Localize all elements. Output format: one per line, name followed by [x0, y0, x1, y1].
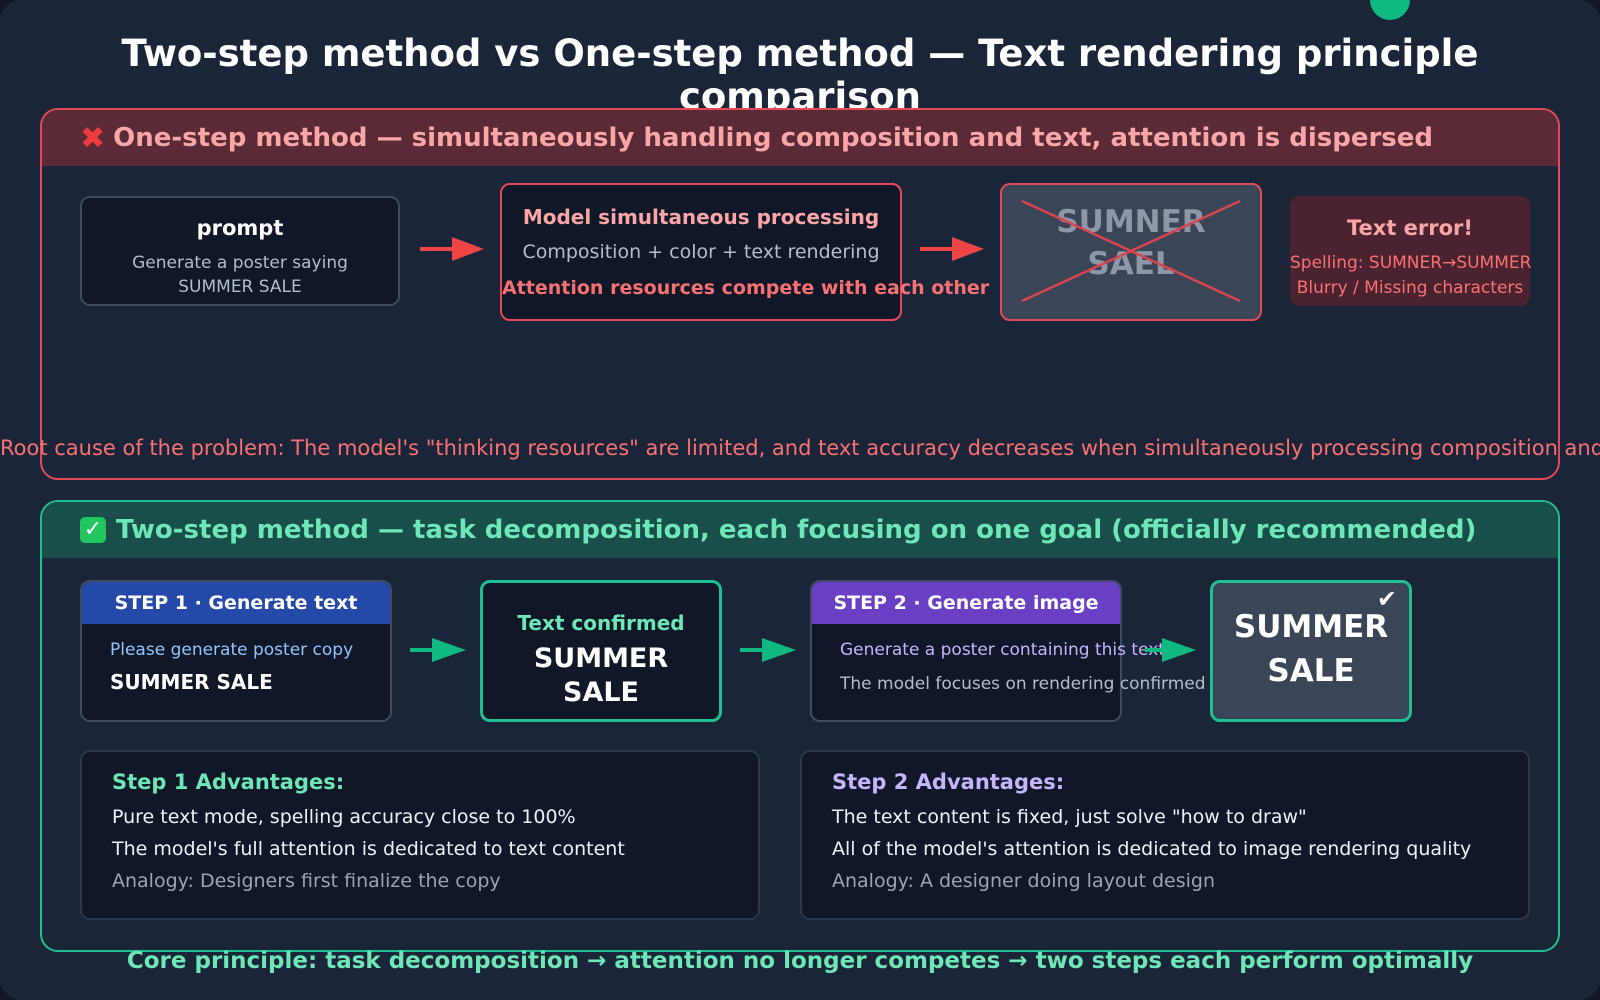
cross-mark-icon: ✖ [80, 120, 106, 156]
model-line2: Attention resources compete with each ot… [502, 277, 990, 299]
model-title: Model simultaneous processing [522, 205, 880, 229]
prompt-title: prompt [196, 216, 284, 240]
step1-advantages-line2: The model's full attention is dedicated … [112, 838, 625, 860]
error-line1: Spelling: SUMNER→SUMMER [1290, 253, 1532, 273]
step1-advantages-line1: Pure text mode, spelling accuracy close … [112, 806, 576, 828]
step2-line2: The model focuses on rendering confirmed… [840, 674, 1245, 694]
step1-analogy: Analogy: Designers first finalize the co… [112, 870, 501, 892]
wrong-output-box: SUMNER SAEL [1000, 183, 1262, 321]
decorative-dot [1370, 0, 1410, 20]
step2-advantages-title: Step 2 Advantages: [832, 770, 1065, 794]
text-confirmed-box: Text confirmed SUMMER SALE [480, 580, 722, 722]
arrow-right-icon [420, 237, 484, 261]
model-line1: Composition + color + text rendering [522, 241, 880, 263]
final-output-box: ✔ SUMMER SALE [1210, 580, 1412, 722]
step2-advantages-box: Step 2 Advantages: The text content is f… [800, 750, 1530, 920]
error-title: Text error! [1347, 216, 1473, 240]
step1-box: STEP 1 · Generate text Please generate p… [80, 580, 392, 722]
step1-line2: SUMMER SALE [110, 670, 273, 694]
check-mark-icon: ✓ [80, 517, 106, 543]
text-error-box: Text error! Spelling: SUMNER→SUMMER Blur… [1290, 196, 1532, 306]
step2-box: STEP 2 · Generate image Generate a poste… [810, 580, 1245, 722]
step2-header: STEP 2 · Generate image [812, 582, 1120, 624]
step2-line1: Generate a poster containing this text [840, 640, 1165, 660]
prompt-line2: SUMMER SALE [178, 277, 302, 297]
confirmed-title: Text confirmed [517, 611, 685, 635]
one-step-banner: ✖ One-step method — simultaneously handl… [42, 110, 1558, 166]
strike-cross-icon [1021, 199, 1241, 303]
one-step-panel: ✖ One-step method — simultaneously handl… [40, 108, 1560, 480]
check-mark-icon: ✔ [1376, 585, 1397, 613]
prompt-box: prompt Generate a poster saying SUMMER S… [80, 196, 400, 306]
step1-line1: Please generate poster copy [110, 640, 354, 660]
confirmed-line2: SALE [563, 677, 639, 708]
arrow-right-icon [920, 237, 984, 261]
error-line2: Blurry / Missing characters [1296, 278, 1524, 298]
two-step-banner-text: Two-step method — task decomposition, ea… [116, 515, 1477, 545]
model-processing-box: Model simultaneous processing Compositio… [500, 183, 990, 321]
two-step-banner: ✓ Two-step method — task decomposition, … [42, 502, 1558, 558]
step2-analogy: Analogy: A designer doing layout design [832, 870, 1216, 892]
one-step-banner-text: One-step method — simultaneously handlin… [113, 123, 1434, 153]
wrong-output-line1: SUMNER [1056, 204, 1206, 240]
step1-advantages-box: Step 1 Advantages: Pure text mode, spell… [80, 750, 760, 920]
prompt-line1: Generate a poster saying [132, 253, 348, 273]
arrow-right-icon [740, 638, 796, 662]
step1-advantages-title: Step 1 Advantages: [112, 770, 345, 794]
step2-advantages-line2: All of the model's attention is dedicate… [832, 838, 1472, 860]
two-step-panel: ✓ Two-step method — task decomposition, … [40, 500, 1560, 952]
core-principle-text: Core principle: task decomposition → att… [126, 948, 1474, 974]
step2-advantages-line1: The text content is fixed, just solve "h… [832, 806, 1307, 828]
arrow-right-icon [410, 638, 466, 662]
confirmed-line1: SUMMER [533, 643, 669, 674]
final-output-line1: SUMMER [1233, 609, 1389, 645]
step1-header: STEP 1 · Generate text [82, 582, 390, 624]
final-output-line2: SALE [1267, 653, 1355, 689]
arrow-right-icon [1145, 638, 1196, 662]
root-cause-text: Root cause of the problem: The model's "… [0, 436, 1600, 460]
